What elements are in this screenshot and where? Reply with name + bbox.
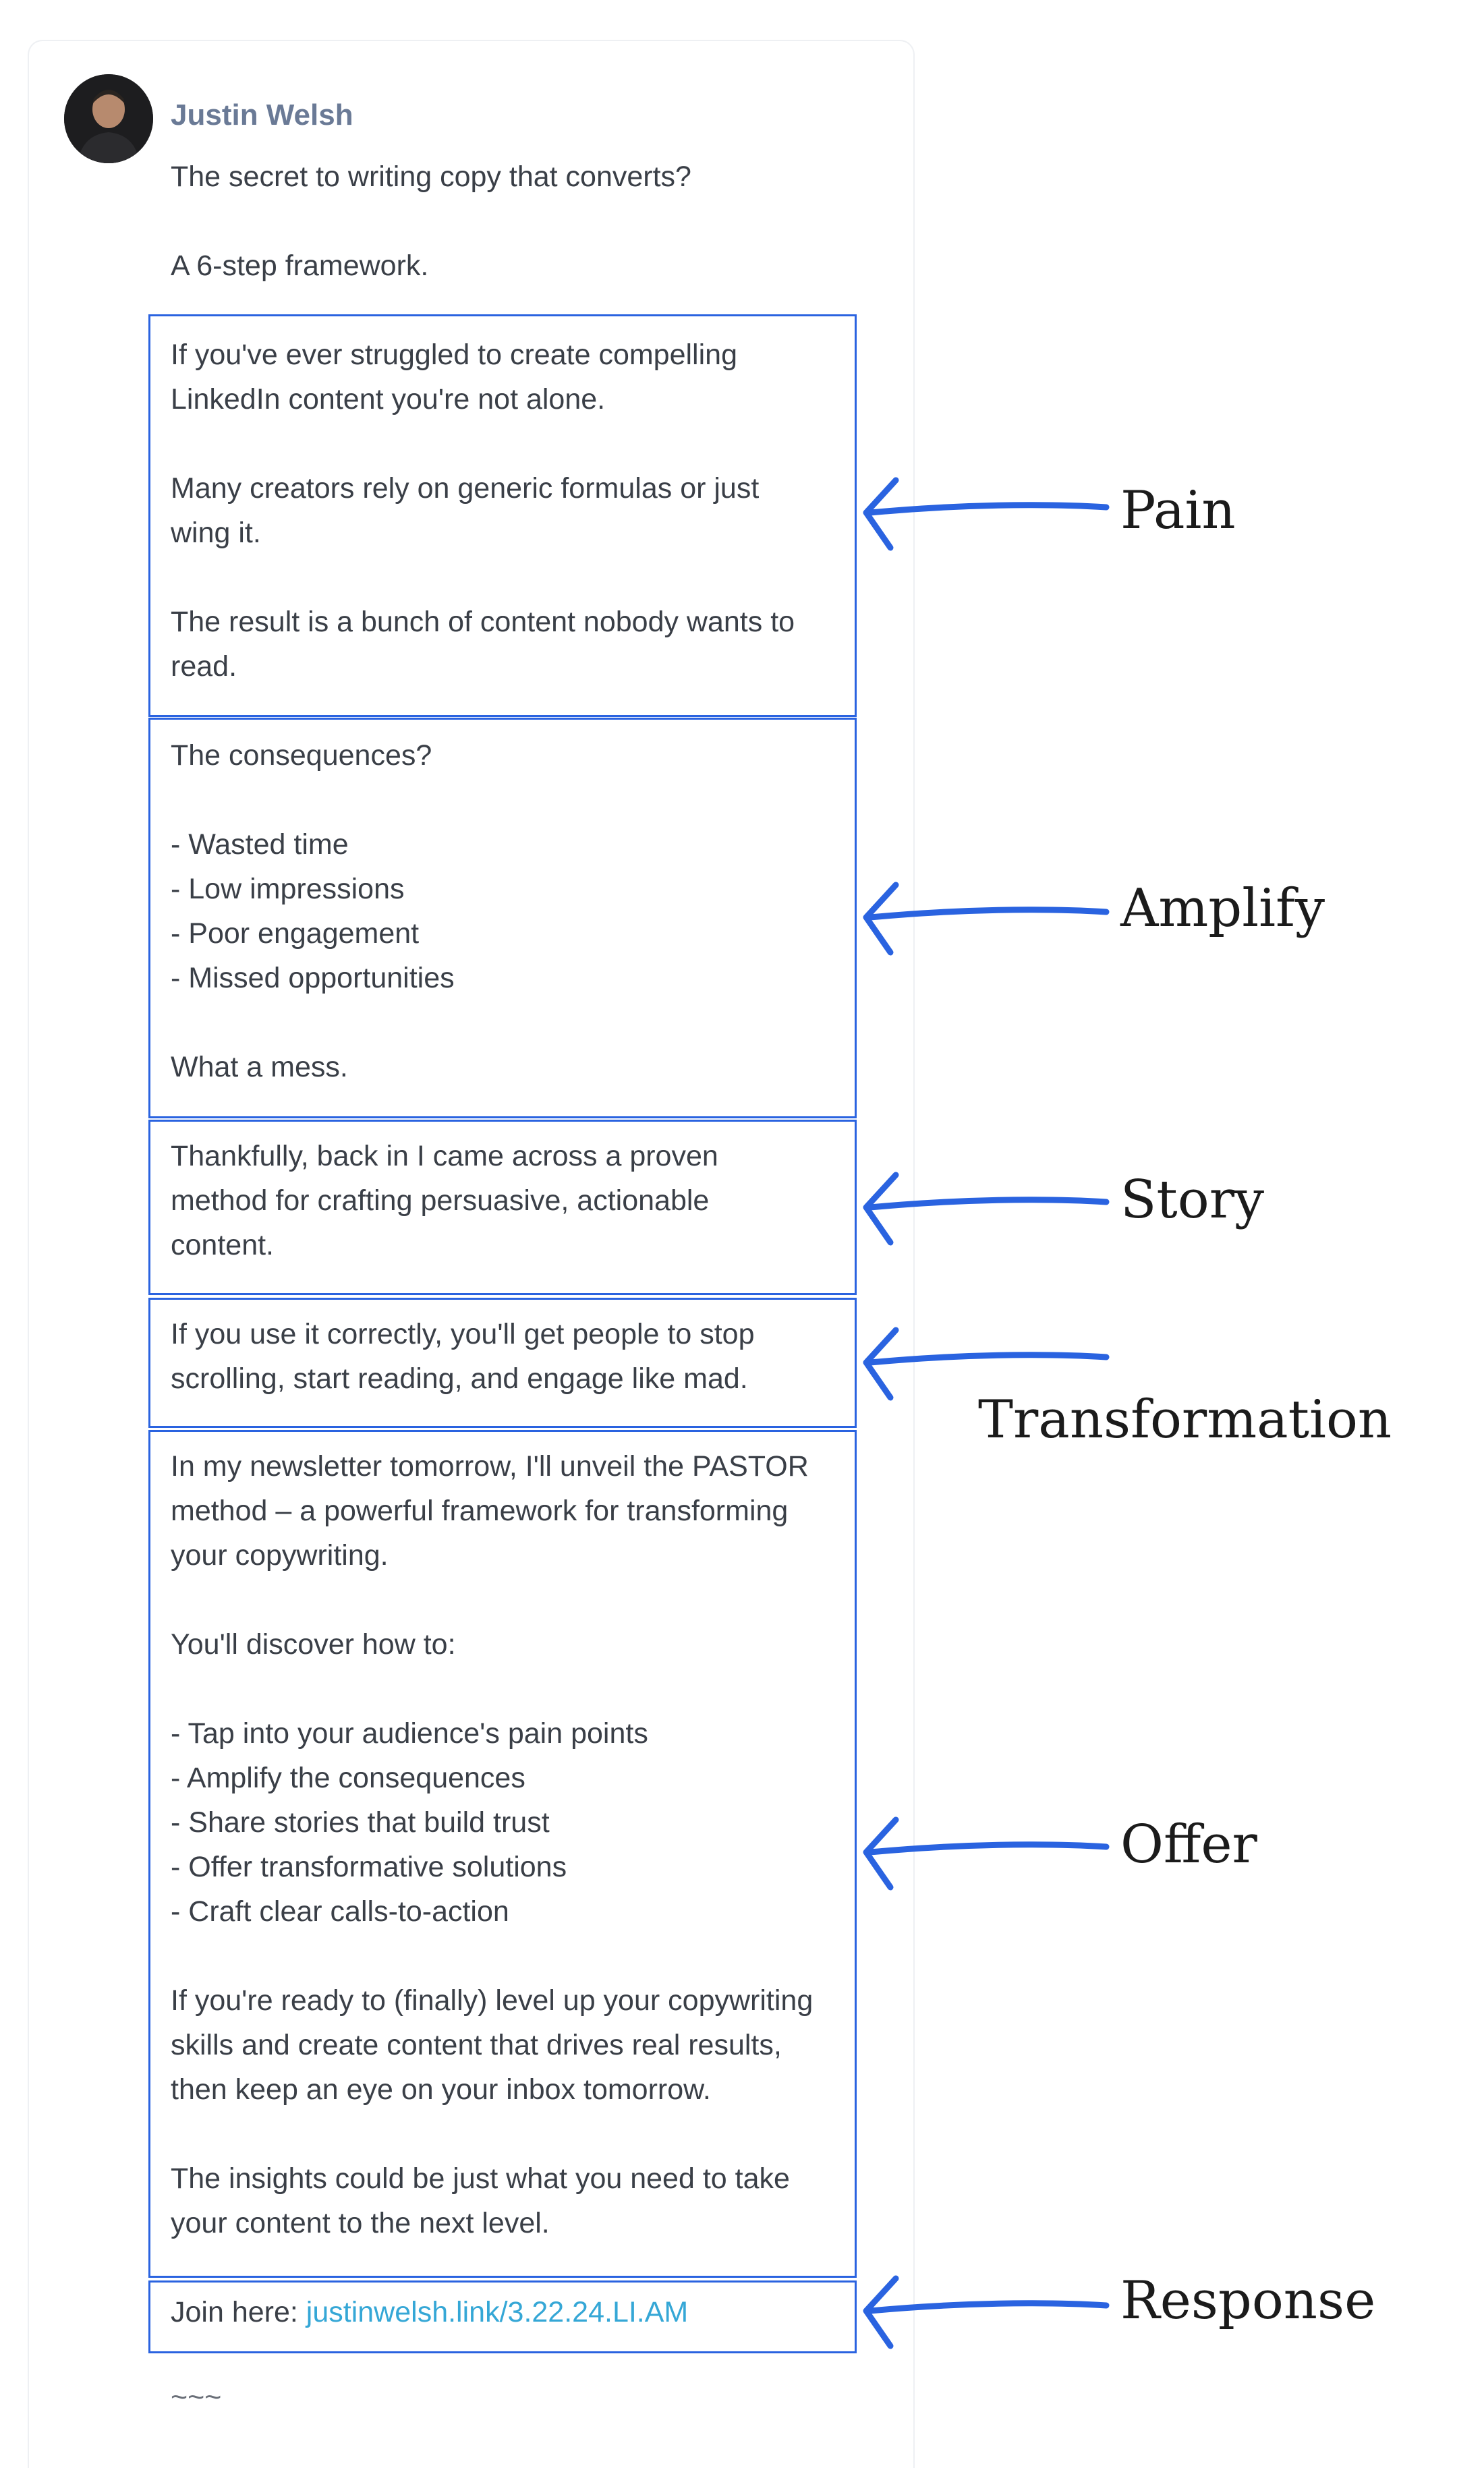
label-amplify: Amplify [1120,878,1325,939]
list-item: - Missed opportunities [171,962,455,994]
text-line: The result is a bunch of content nobody … [171,606,795,638]
text-line: skills and create content that drives re… [171,2029,782,2061]
post-subhook: A 6-step framework. [171,250,429,282]
label-offer: Offer [1120,1814,1257,1875]
label-story: Story [1120,1170,1265,1230]
post-card [28,40,915,2468]
text-line: Thankfully, back in I came across a prov… [171,1140,718,1172]
avatar[interactable] [64,74,153,163]
newsletter-link[interactable]: justinwelsh.link/3.22.24.LI.AM [306,2296,689,2328]
section-box-pain [148,314,857,717]
text-line: your content to the next level. [171,2207,550,2239]
text-line: wing it. [171,517,261,549]
text-line: your copywriting. [171,1539,389,1572]
text-line: then keep an eye on your inbox tomorrow. [171,2073,711,2106]
arrow-left-icon [863,1172,1110,1246]
text-line: If you're ready to (finally) level up yo… [171,1984,814,2017]
author-name[interactable]: Justin Welsh [171,98,353,132]
list-item: - Amplify the consequences [171,1762,525,1794]
arrow-left-icon [863,1327,1110,1401]
text-line: If you've ever struggled to create compe… [171,339,737,371]
response-prefix: Join here: [171,2296,306,2328]
label-pain: Pain [1120,480,1236,541]
arrow-left-icon [863,1816,1110,1891]
list-item: - Craft clear calls-to-action [171,1895,509,1928]
list-item: - Wasted time [171,828,349,861]
list-item: - Tap into your audience's pain points [171,1717,648,1750]
label-transformation: Transformation [978,1389,1392,1450]
text-line: LinkedIn content you're not alone. [171,383,606,415]
arrow-left-icon [863,2275,1110,2349]
list-item: - Offer transformative solutions [171,1851,567,1883]
section-box-transformation [148,1298,857,1428]
arrow-left-icon [863,477,1110,551]
response-line: Join here: justinwelsh.link/3.22.24.LI.A… [171,2296,688,2329]
label-response: Response [1120,2270,1376,2331]
text-line: In my newsletter tomorrow, I'll unveil t… [171,1450,809,1483]
list-item: - Poor engagement [171,917,420,950]
text-line: method for crafting persuasive, actionab… [171,1184,710,1217]
post-hook: The secret to writing copy that converts… [171,161,691,193]
text-line: Many creators rely on generic formulas o… [171,472,760,505]
text-line: What a mess. [171,1051,348,1083]
text-line: If you use it correctly, you'll get peop… [171,1318,755,1350]
list-item: - Low impressions [171,873,405,905]
text-line: read. [171,650,237,683]
list-item: - Share stories that build trust [171,1806,550,1839]
post-trailer: ~~~ [171,2381,222,2413]
text-line: The consequences? [171,739,432,772]
text-line: The insights could be just what you need… [171,2162,790,2195]
section-box-amplify [148,718,857,1118]
text-line: You'll discover how to: [171,1628,456,1661]
section-box-story [148,1120,857,1295]
text-line: method – a powerful framework for transf… [171,1495,789,1527]
section-box-response [148,2280,857,2353]
text-line: scrolling, start reading, and engage lik… [171,1362,748,1395]
text-line: content. [171,1229,274,1261]
section-box-offer [148,1430,857,2278]
arrow-left-icon [863,882,1110,956]
